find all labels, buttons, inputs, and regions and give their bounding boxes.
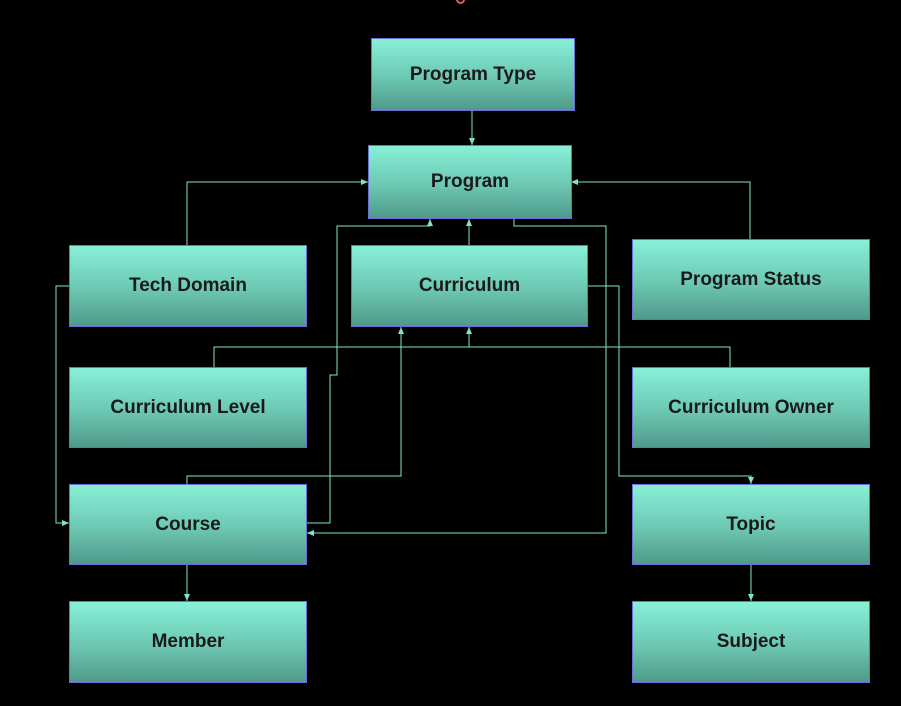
node-subject[interactable]: Subject — [632, 601, 870, 683]
edge-programstatus-to-program — [571, 179, 751, 239]
node-program-type[interactable]: Program Type — [371, 38, 575, 111]
edge-level-owner-to-curriculum — [213, 346, 731, 367]
node-course[interactable]: Course — [69, 484, 307, 565]
edge-course-to-curriculum — [186, 327, 404, 484]
node-curriculum-level[interactable]: Curriculum Level — [69, 367, 307, 448]
node-member[interactable]: Member — [69, 601, 307, 683]
node-curriculum[interactable]: Curriculum — [351, 245, 588, 327]
node-tech-domain[interactable]: Tech Domain — [69, 245, 307, 327]
node-program-status[interactable]: Program Status — [632, 239, 870, 320]
edge-course-to-program — [306, 219, 433, 524]
edge-curriculum-to-topic — [588, 285, 754, 484]
node-topic[interactable]: Topic — [632, 484, 870, 565]
edge-program-to-course — [307, 219, 607, 536]
top-edge-marker — [456, 0, 465, 4]
edge-techdomain-to-course — [55, 285, 69, 526]
edge-techdomain-to-program — [186, 179, 368, 245]
node-program[interactable]: Program — [368, 145, 572, 219]
node-curriculum-owner[interactable]: Curriculum Owner — [632, 367, 870, 448]
